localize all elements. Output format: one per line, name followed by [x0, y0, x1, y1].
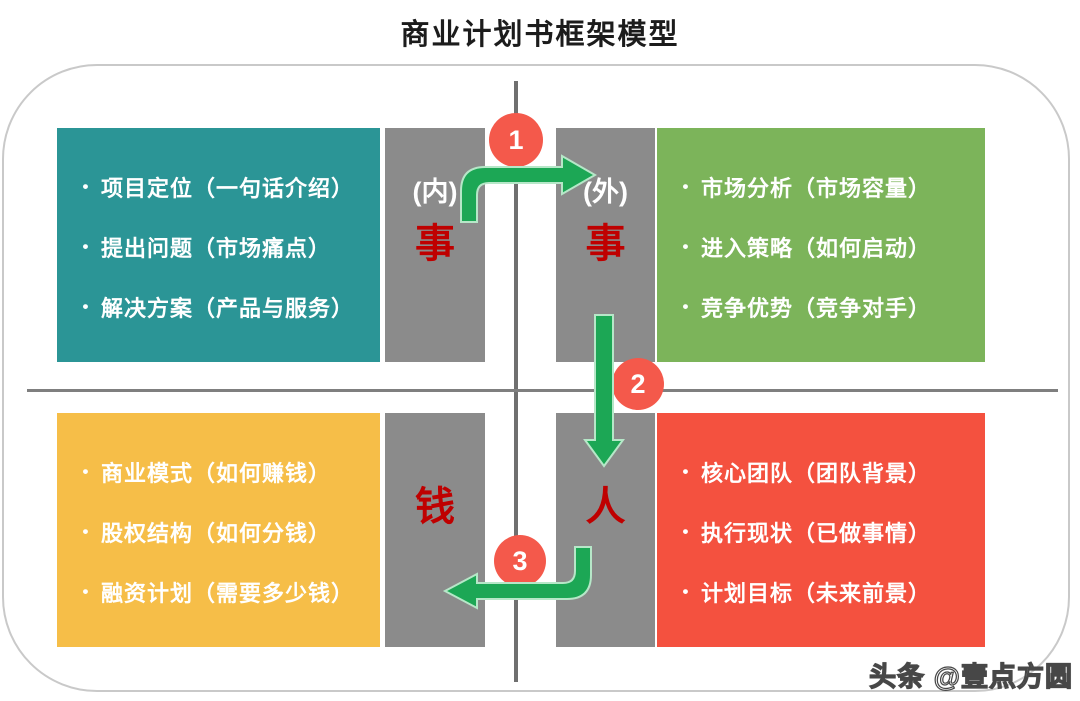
quadrant-top-right: • 市场分析（市场容量） • 进入策略（如何启动） • 竞争优势（竞争对手）	[657, 128, 985, 362]
list-item-label: 进入策略（如何启动）	[701, 236, 932, 261]
step-number: 2	[630, 368, 646, 399]
step-number: 1	[508, 124, 524, 155]
list-item-label: 核心团队（团队背景）	[701, 461, 932, 486]
list-item-label: 融资计划（需要多少钱）	[101, 581, 355, 606]
list-item: • 商业模式（如何赚钱）	[71, 456, 376, 488]
list-item-label: 计划目标（未来前景）	[701, 581, 932, 606]
list-item-label: 市场分析（市场容量）	[701, 176, 932, 201]
list-item: • 解决方案（产品与服务）	[71, 291, 376, 323]
list-item: • 执行现状（已做事情）	[671, 516, 981, 548]
list-item: • 市场分析（市场容量）	[671, 171, 981, 203]
quadrant-bottom-left: • 商业模式（如何赚钱） • 股权结构（如何分钱） • 融资计划（需要多少钱）	[57, 413, 380, 647]
list-item: • 提出问题（市场痛点）	[71, 231, 376, 263]
horizontal-divider	[27, 389, 1058, 392]
axis-box-inner-affairs: (内) 事	[385, 128, 485, 362]
list-item-label: 提出问题（市场痛点）	[101, 236, 332, 261]
list-item-label: 股权结构（如何分钱）	[101, 521, 332, 546]
list-item-label: 解决方案（产品与服务）	[101, 296, 355, 321]
watermark: 头条 @壹点方圆	[869, 661, 1073, 692]
bullet-icon: •	[682, 522, 690, 541]
list-item-label: 商业模式（如何赚钱）	[101, 461, 332, 486]
step-number: 3	[512, 545, 528, 576]
list-item: • 进入策略（如何启动）	[671, 231, 981, 263]
list-item-label: 竞争优势（竞争对手）	[701, 296, 932, 321]
bullet-icon: •	[682, 177, 690, 196]
step-1-badge: 1	[489, 113, 543, 167]
page-title: 商业计划书框架模型	[400, 19, 680, 51]
bullet-icon: •	[82, 237, 90, 256]
rounded-frame	[2, 64, 1070, 692]
bullet-icon: •	[82, 177, 90, 196]
list-item: • 核心团队（团队背景）	[671, 456, 981, 488]
list-item: • 融资计划（需要多少钱）	[71, 576, 376, 608]
bullet-icon: •	[682, 462, 690, 481]
axis-word: 事	[585, 222, 626, 267]
list-item: • 股权结构（如何分钱）	[71, 516, 376, 548]
axis-scope-label: (外)	[583, 177, 628, 207]
bullet-icon: •	[682, 582, 690, 601]
bullet-icon: •	[682, 237, 690, 256]
vertical-divider	[514, 81, 518, 682]
step-2-badge: 2	[612, 358, 664, 410]
list-item-label: 项目定位（一句话介绍）	[101, 176, 355, 201]
list-item: • 项目定位（一句话介绍）	[71, 171, 376, 203]
axis-scope-label: (内)	[412, 177, 458, 207]
list-item: • 竞争优势（竞争对手）	[671, 291, 981, 323]
axis-box-money: 钱	[385, 413, 485, 647]
list-item-label: 执行现状（已做事情）	[701, 521, 932, 546]
bullet-icon: •	[82, 522, 90, 541]
quadrant-bottom-right: • 核心团队（团队背景） • 执行现状（已做事情） • 计划目标（未来前景）	[657, 413, 985, 647]
step-3-badge: 3	[494, 535, 546, 587]
bullet-icon: •	[82, 297, 90, 316]
axis-box-people: 人	[556, 413, 655, 647]
axis-word: 人	[585, 485, 626, 529]
bullet-icon: •	[82, 582, 90, 601]
axis-box-outer-affairs: (外) 事	[556, 128, 655, 362]
list-item: • 计划目标（未来前景）	[671, 576, 981, 608]
bullet-icon: •	[682, 297, 690, 316]
quadrant-top-left: • 项目定位（一句话介绍） • 提出问题（市场痛点） • 解决方案（产品与服务）	[57, 128, 380, 362]
axis-word: 事	[415, 222, 455, 267]
bullet-icon: •	[82, 462, 90, 481]
axis-word: 钱	[415, 485, 455, 529]
